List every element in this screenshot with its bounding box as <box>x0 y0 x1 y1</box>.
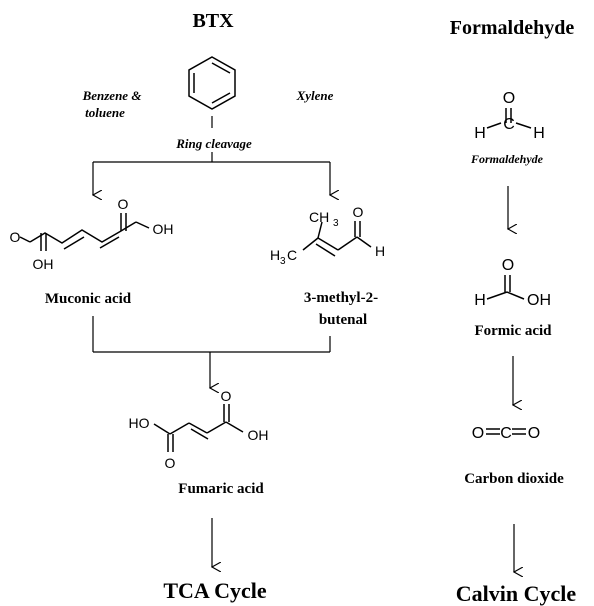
formaldehyde-structure <box>486 108 532 129</box>
formaldehyde-c: C <box>503 116 515 133</box>
muconic-acid-structure <box>19 213 150 251</box>
h3c-h: H <box>270 247 280 263</box>
muconic-o-left: O <box>10 229 21 245</box>
formic-h: H <box>474 292 486 309</box>
tca-cycle-label: TCA Cycle <box>163 578 267 603</box>
co2-c: C <box>500 425 512 442</box>
muconic-o-top: O <box>118 196 129 212</box>
butenal-h: H <box>375 243 385 259</box>
fumaric-acid-label: Fumaric acid <box>178 481 264 497</box>
benzene-toluene-label-2: toluene <box>85 105 125 120</box>
h3c-sub: 3 <box>280 256 286 267</box>
benzene-ring <box>188 56 236 110</box>
carbon-dioxide-label: Carbon dioxide <box>464 471 564 487</box>
formaldehyde-h-left: H <box>474 125 486 142</box>
formaldehyde-label: Formaldehyde <box>470 152 544 166</box>
formaldehyde-title: Formaldehyde <box>450 17 575 39</box>
h3c-c: C <box>287 247 297 263</box>
co2-o-right: O <box>528 425 540 442</box>
formic-o: O <box>502 257 514 274</box>
muconic-oh-bottom: OH <box>33 256 54 272</box>
btx-title: BTX <box>192 10 234 32</box>
methyl-butenal-label-1: 3-methyl-2- <box>304 290 378 306</box>
butenal-o: O <box>353 204 364 220</box>
muconic-oh-right: OH <box>153 221 174 237</box>
xylene-label: Xylene <box>296 88 334 103</box>
carbon-dioxide-structure <box>486 428 526 435</box>
formic-acid-structure <box>486 275 525 300</box>
benzene-toluene-label-1: Benzene & <box>82 88 142 103</box>
formaldehyde-o: O <box>503 90 515 107</box>
muconic-acid-label: Muconic acid <box>45 291 132 307</box>
methyl-butenal-structure <box>302 221 372 257</box>
formic-oh: OH <box>527 292 551 309</box>
ring-cleavage-label: Ring cleavage <box>175 136 252 151</box>
fumaric-acid-structure <box>153 404 244 452</box>
methyl-ch: CH <box>309 209 329 225</box>
methyl-ch-sub: 3 <box>333 218 339 229</box>
fumaric-o-top: O <box>221 388 232 404</box>
fumaric-oh: OH <box>248 427 269 443</box>
calvin-cycle-label: Calvin Cycle <box>456 581 577 606</box>
split-connector <box>93 152 330 195</box>
merge-connector <box>92 316 331 388</box>
fumaric-ho: HO <box>129 415 150 431</box>
formaldehyde-h-right: H <box>533 125 545 142</box>
formic-acid-label: Formic acid <box>474 323 552 339</box>
co2-o-left: O <box>472 425 484 442</box>
methyl-butenal-label-2: butenal <box>319 312 367 328</box>
fumaric-o-bottom: O <box>165 455 176 471</box>
